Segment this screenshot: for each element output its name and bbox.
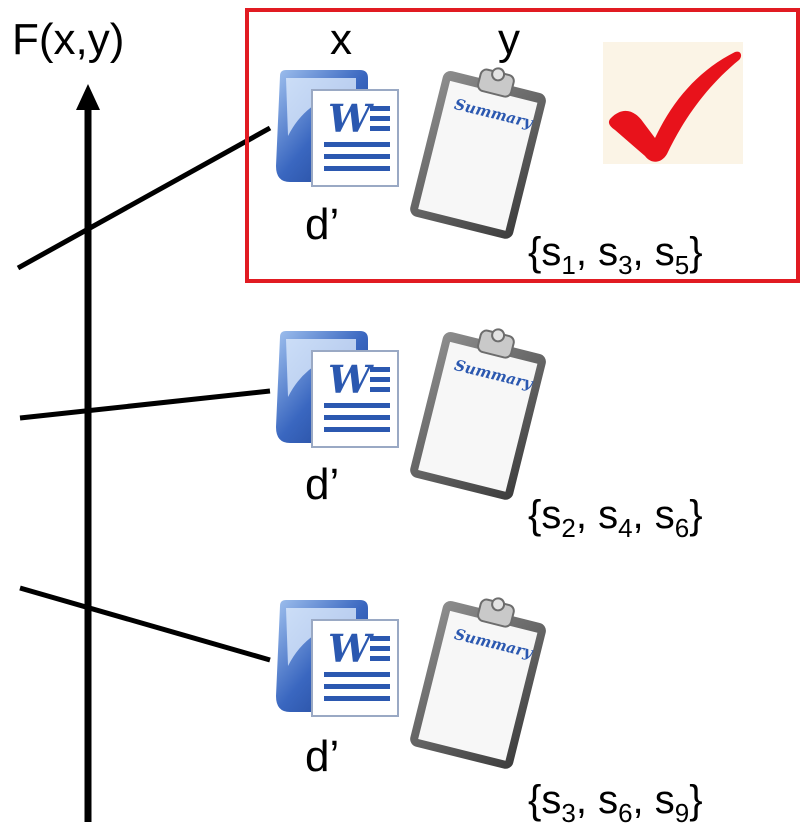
selected-candidate-frame	[245, 8, 800, 283]
svg-text:W: W	[328, 96, 374, 141]
checkmark-icon	[608, 51, 742, 162]
clipboard-summary-icon: Summary	[410, 67, 546, 239]
score-line-1	[16, 125, 272, 271]
axis-label: F(x,y)	[12, 15, 125, 64]
score-line-2	[19, 388, 271, 421]
sentence-set: {s3, s6, s9}	[528, 778, 703, 828]
document-label: d’	[305, 200, 340, 249]
y-label: y	[498, 15, 520, 64]
y-axis-arrowhead	[76, 84, 100, 110]
score-line-3	[19, 585, 271, 663]
word-document-icon: W	[276, 70, 399, 187]
clipboard-summary-icon: Summary	[410, 597, 546, 769]
sentence-set: {s2, s4, s6}	[528, 493, 703, 543]
document-label: d’	[305, 460, 340, 509]
document-label: d’	[305, 732, 340, 781]
clipboard-summary-icon: Summary	[410, 328, 546, 500]
word-document-icon: W	[276, 331, 399, 448]
word-document-icon: W	[276, 600, 399, 717]
svg-text:W: W	[328, 357, 374, 402]
sentence-set: {s1, s3, s5}	[528, 230, 703, 280]
svg-text:W: W	[328, 626, 374, 671]
x-label: x	[330, 15, 352, 64]
